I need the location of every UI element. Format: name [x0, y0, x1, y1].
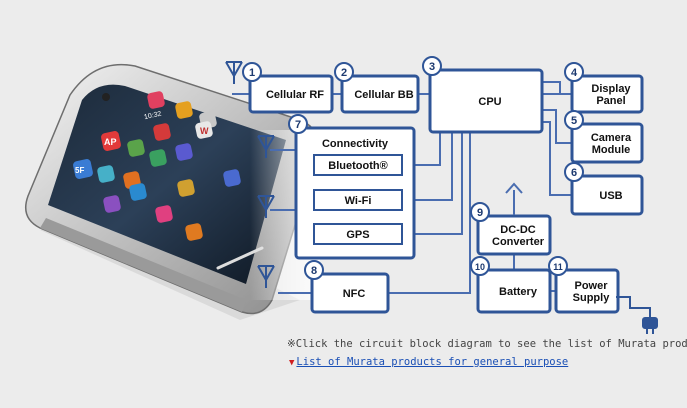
block-label: Cellular RF: [266, 89, 324, 101]
connectivity-item-label: Bluetooth®: [328, 160, 387, 172]
antenna-icon: [257, 135, 275, 158]
connectivity-item-bluetooth[interactable]: Bluetooth®: [313, 154, 403, 176]
block-frame: [476, 268, 552, 314]
murata-products-link-text: List of Murata products for general purp…: [296, 356, 569, 368]
block-number-badge: [564, 110, 584, 130]
connection-lines: [232, 81, 572, 294]
block-number: 2: [341, 67, 347, 79]
block-number-badge: [564, 162, 584, 182]
power-plug-icon: [616, 296, 658, 334]
block-label: CPU: [478, 96, 501, 108]
block-number: 6: [571, 167, 577, 179]
app-label-ap: AP: [104, 137, 117, 147]
antenna-icons: [225, 61, 275, 288]
block-frame: [476, 214, 552, 256]
connection-line: [542, 109, 572, 144]
block-frame: [310, 272, 390, 314]
block-label: Battery: [499, 286, 538, 298]
connectivity-item-label: GPS: [346, 229, 369, 241]
connectivity-item-gps[interactable]: GPS: [313, 223, 403, 245]
connection-line: [542, 81, 561, 94]
block-frame: [570, 74, 644, 114]
connection-line: [402, 132, 453, 201]
block-frame: [570, 122, 644, 164]
block-number-badge: [548, 256, 568, 276]
connectivity-item-wifi[interactable]: Wi-Fi: [313, 189, 403, 211]
block-label: Cellular BB: [354, 89, 413, 101]
block-frame: [248, 74, 334, 114]
block-number: 8: [311, 265, 317, 277]
block-number-badge: [288, 114, 308, 134]
block-frame: [428, 68, 544, 134]
block-number: 5: [571, 115, 577, 127]
block-number: 7: [295, 119, 301, 131]
block-label: Connectivity: [322, 138, 389, 150]
block-number: 10: [475, 262, 485, 272]
connection-line: [402, 132, 463, 235]
block-frame: [340, 74, 420, 114]
block-number-badge: [304, 260, 324, 280]
block-number-badge: [564, 62, 584, 82]
dc-dc-up-arrow: [505, 182, 523, 215]
diagram-note: ※Click the circuit block diagram to see …: [287, 338, 687, 350]
block-frame: [554, 268, 620, 314]
murata-products-link[interactable]: ▼List of Murata products for general pur…: [289, 356, 568, 368]
app-label-5f: 5F: [75, 166, 84, 175]
app-icons: AP W 5F 10:32: [73, 91, 241, 241]
block-number-badge: [422, 56, 442, 76]
antenna-icon: [257, 195, 275, 218]
connectivity-item-label: Wi-Fi: [345, 195, 372, 207]
connectivity-item-frame: [313, 223, 403, 245]
block-number-badge: [470, 202, 490, 222]
antenna-icon: [225, 61, 243, 84]
phone-bottom-edge: [40, 218, 246, 312]
block-frame: [570, 174, 644, 216]
connection-line: [542, 121, 572, 196]
block-label: NFC: [343, 288, 366, 300]
app-label-w: W: [200, 126, 209, 136]
front-camera-icon: [102, 93, 110, 101]
connectivity-item-frame: [313, 189, 403, 211]
link-arrow-icon: ▼: [289, 358, 295, 368]
connection-line: [388, 132, 471, 294]
block-number: 9: [477, 207, 483, 219]
block-number-badge: [334, 62, 354, 82]
block-number-badge: [242, 62, 262, 82]
block-label: USB: [599, 190, 622, 202]
block-number-badge: [470, 256, 490, 276]
block-number: 11: [553, 262, 563, 272]
clock-widget: 10:32: [144, 111, 163, 122]
antenna-icon: [257, 265, 275, 288]
block-number: 4: [571, 67, 578, 79]
block-number: 1: [249, 67, 255, 79]
connectivity-item-frame: [313, 154, 403, 176]
block-number: 3: [429, 61, 435, 73]
